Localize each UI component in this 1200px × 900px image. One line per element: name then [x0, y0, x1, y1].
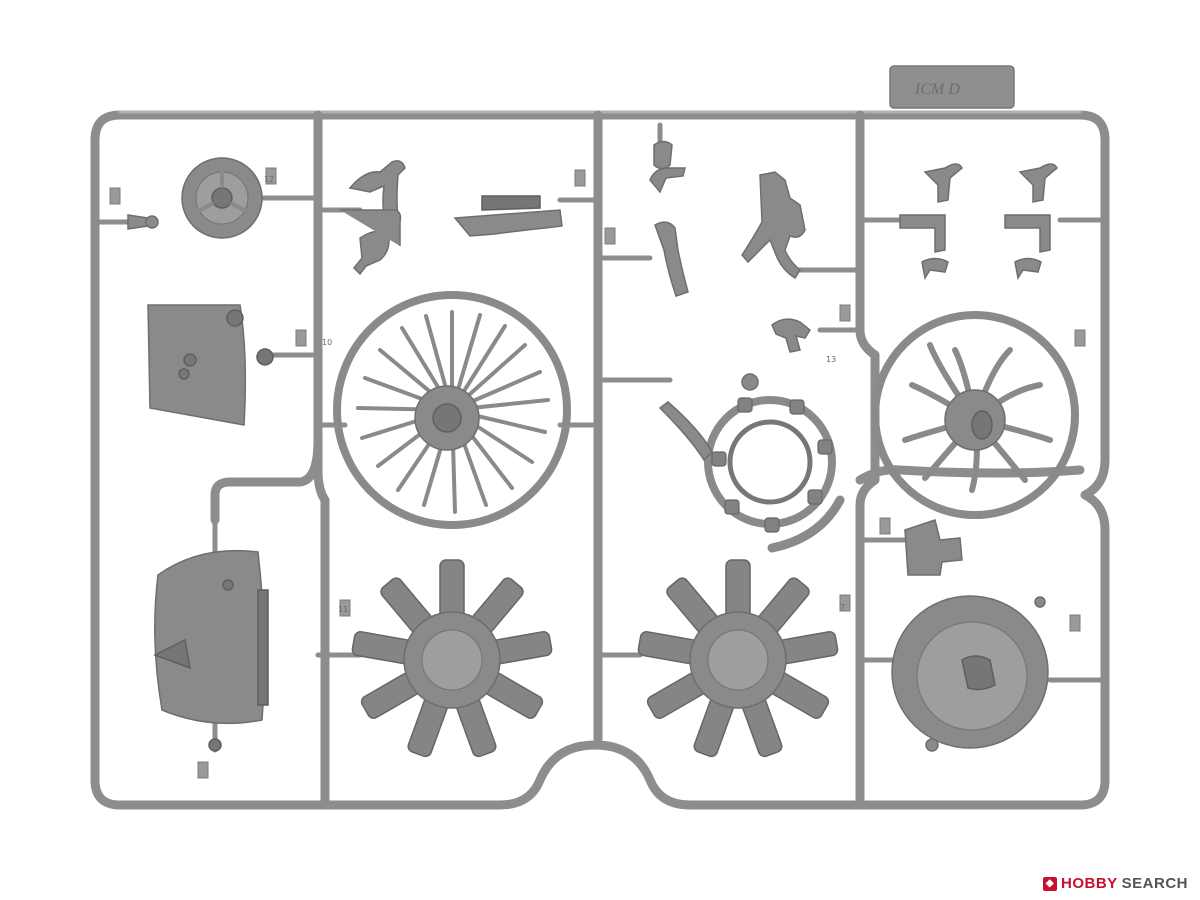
pin-part	[127, 214, 159, 230]
spoked-wheel-part	[333, 291, 571, 529]
part-number-11: 11	[338, 605, 348, 614]
watermark: ◆ HOBBY SEARCH	[1042, 875, 1188, 892]
part-number-13: 13	[826, 355, 836, 364]
part-number-tags: 12 10 11 13 7	[109, 167, 1086, 779]
watermark-suffix: SEARCH	[1121, 875, 1188, 892]
radial-engine-left-part	[351, 559, 553, 758]
small-pipes-part	[649, 140, 811, 353]
engine-ring-part	[658, 373, 845, 553]
watermark-brand: HOBBY	[1060, 875, 1118, 892]
bracket-part	[904, 519, 963, 576]
part-number-7: 7	[840, 603, 845, 612]
exhaust-pipe-part	[340, 160, 406, 276]
sprue-tab-label: ICM D	[914, 81, 960, 98]
part-number-12: 12	[264, 175, 274, 184]
cowl-shell-part	[153, 549, 269, 752]
cowl-panel-part	[147, 304, 274, 426]
hobbysearch-logo-icon: ◆	[1042, 876, 1057, 891]
wheel-hub-part	[181, 157, 263, 239]
exhaust-stubs-part	[899, 163, 1058, 281]
sprue-tab: ICM D	[889, 65, 1015, 109]
exhaust-collector-part	[453, 195, 563, 237]
cylinder-spider-part	[871, 311, 1079, 519]
part-number-10: 10	[322, 338, 332, 347]
radial-engine-right-part	[637, 559, 839, 758]
cowl-front-part	[891, 595, 1049, 752]
sprue-frame	[90, 110, 1110, 810]
